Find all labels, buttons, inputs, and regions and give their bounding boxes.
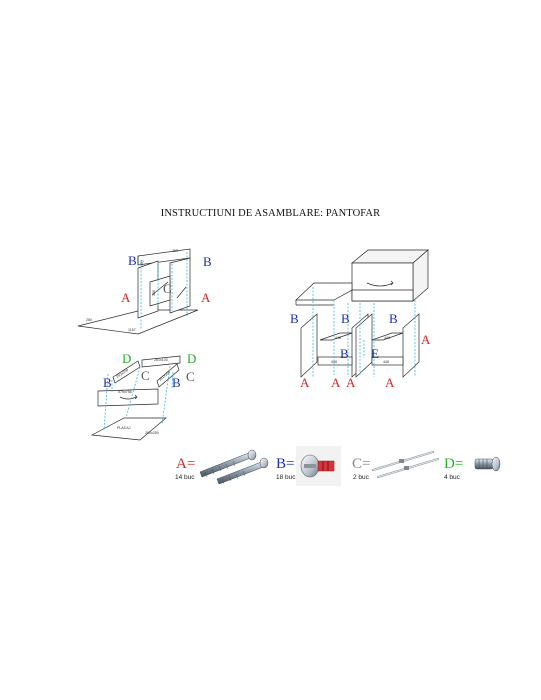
label-b-right: B <box>203 254 212 269</box>
label-b-4: B <box>340 346 349 361</box>
drawer-front-panel <box>97 388 159 407</box>
cabinet-side-4 <box>402 313 420 378</box>
dim-bottom: PLACAJ <box>117 426 131 430</box>
label-a-2: A <box>331 375 341 390</box>
drawer-back-panel <box>141 355 181 368</box>
label-b-right-2: B <box>172 375 181 390</box>
label-e: E <box>371 346 379 361</box>
label-c: C <box>163 281 172 296</box>
dim-front: 570x756 <box>118 390 132 394</box>
label-a-3: A <box>346 375 356 390</box>
dim-base-depth: 280 <box>86 318 92 322</box>
dim-right-panel: 261x100 <box>154 358 168 362</box>
legend-letter-d: D= <box>444 456 463 472</box>
dim-depth: 281 <box>139 259 145 266</box>
label-b-3: B <box>389 311 398 326</box>
label-d-left: D <box>122 351 131 366</box>
metal-rod-icon <box>371 450 440 479</box>
dim-shelf-3: 448 <box>331 360 337 364</box>
label-a-side: A <box>421 332 431 347</box>
label-c-right: C <box>186 369 195 384</box>
dim-shelf-2: 448 <box>384 336 390 340</box>
shelf-lower-left <box>317 356 353 366</box>
drawer-bottom-panel <box>90 417 167 441</box>
label-b-1: B <box>290 311 299 326</box>
label-a-1: A <box>300 375 310 390</box>
cabinet-side-1 <box>300 313 318 378</box>
label-d-right: D <box>187 351 196 366</box>
label-a-4: A <box>385 375 395 390</box>
base-panel <box>77 309 199 335</box>
middle-divider-panel <box>149 275 171 307</box>
diagram-cabinet-assembly: 448 448 448 448 B B B B E A A A A A <box>290 249 431 390</box>
dim-side: 261x100 <box>158 370 171 382</box>
label-a-right: A <box>201 290 211 305</box>
label-b-left-2: B <box>103 375 112 390</box>
page-title: INSTRUCTIUNI DE ASAMBLARE: PANTOFAR <box>160 208 381 219</box>
legend-count-a: 14 buc <box>175 474 195 481</box>
label-b-left: B <box>128 253 137 268</box>
screw-bolts-icon <box>199 449 269 485</box>
cabinet-top-panel <box>295 282 353 301</box>
dim-shelf-4: 448 <box>383 360 389 364</box>
hardware-legend: A= 14 buc B= 18 buc C <box>175 446 501 486</box>
cam-lock-icon <box>296 446 341 486</box>
dim-top: 363 <box>172 249 178 253</box>
legend-letter-c: C= <box>352 456 370 472</box>
drawer-right-panel <box>156 363 180 388</box>
label-a-left: A <box>121 290 131 305</box>
diagram-drawer-assembly: 250x100 261x100 261x100 570x756 PLACAJ 2… <box>90 351 196 441</box>
shelf-upper-right <box>371 332 404 341</box>
short-screw-icon <box>474 456 501 472</box>
dim-shelf-1: 448 <box>335 336 341 340</box>
shelf-lower-right <box>371 356 404 366</box>
label-c-left: C <box>141 368 150 383</box>
dim-bottom-size: 290x250 <box>145 431 159 435</box>
shelf-upper-left <box>319 332 353 341</box>
label-b-2: B <box>341 311 350 326</box>
dim-base-width: 1167 <box>128 328 136 332</box>
legend-count-b: 18 buc <box>276 474 296 481</box>
dim-mid: 180 <box>152 290 156 296</box>
legend-count-c: 2 buc <box>353 474 370 481</box>
legend-letter-b: B= <box>276 456 294 472</box>
legend-count-d: 4 buc <box>444 474 461 481</box>
dim-left-panel: 250x100 <box>115 368 129 379</box>
diagram-frame-assembly: 363 281 280 1167 180 B B C A A <box>77 248 212 335</box>
legend-letter-a: A= <box>176 456 195 472</box>
